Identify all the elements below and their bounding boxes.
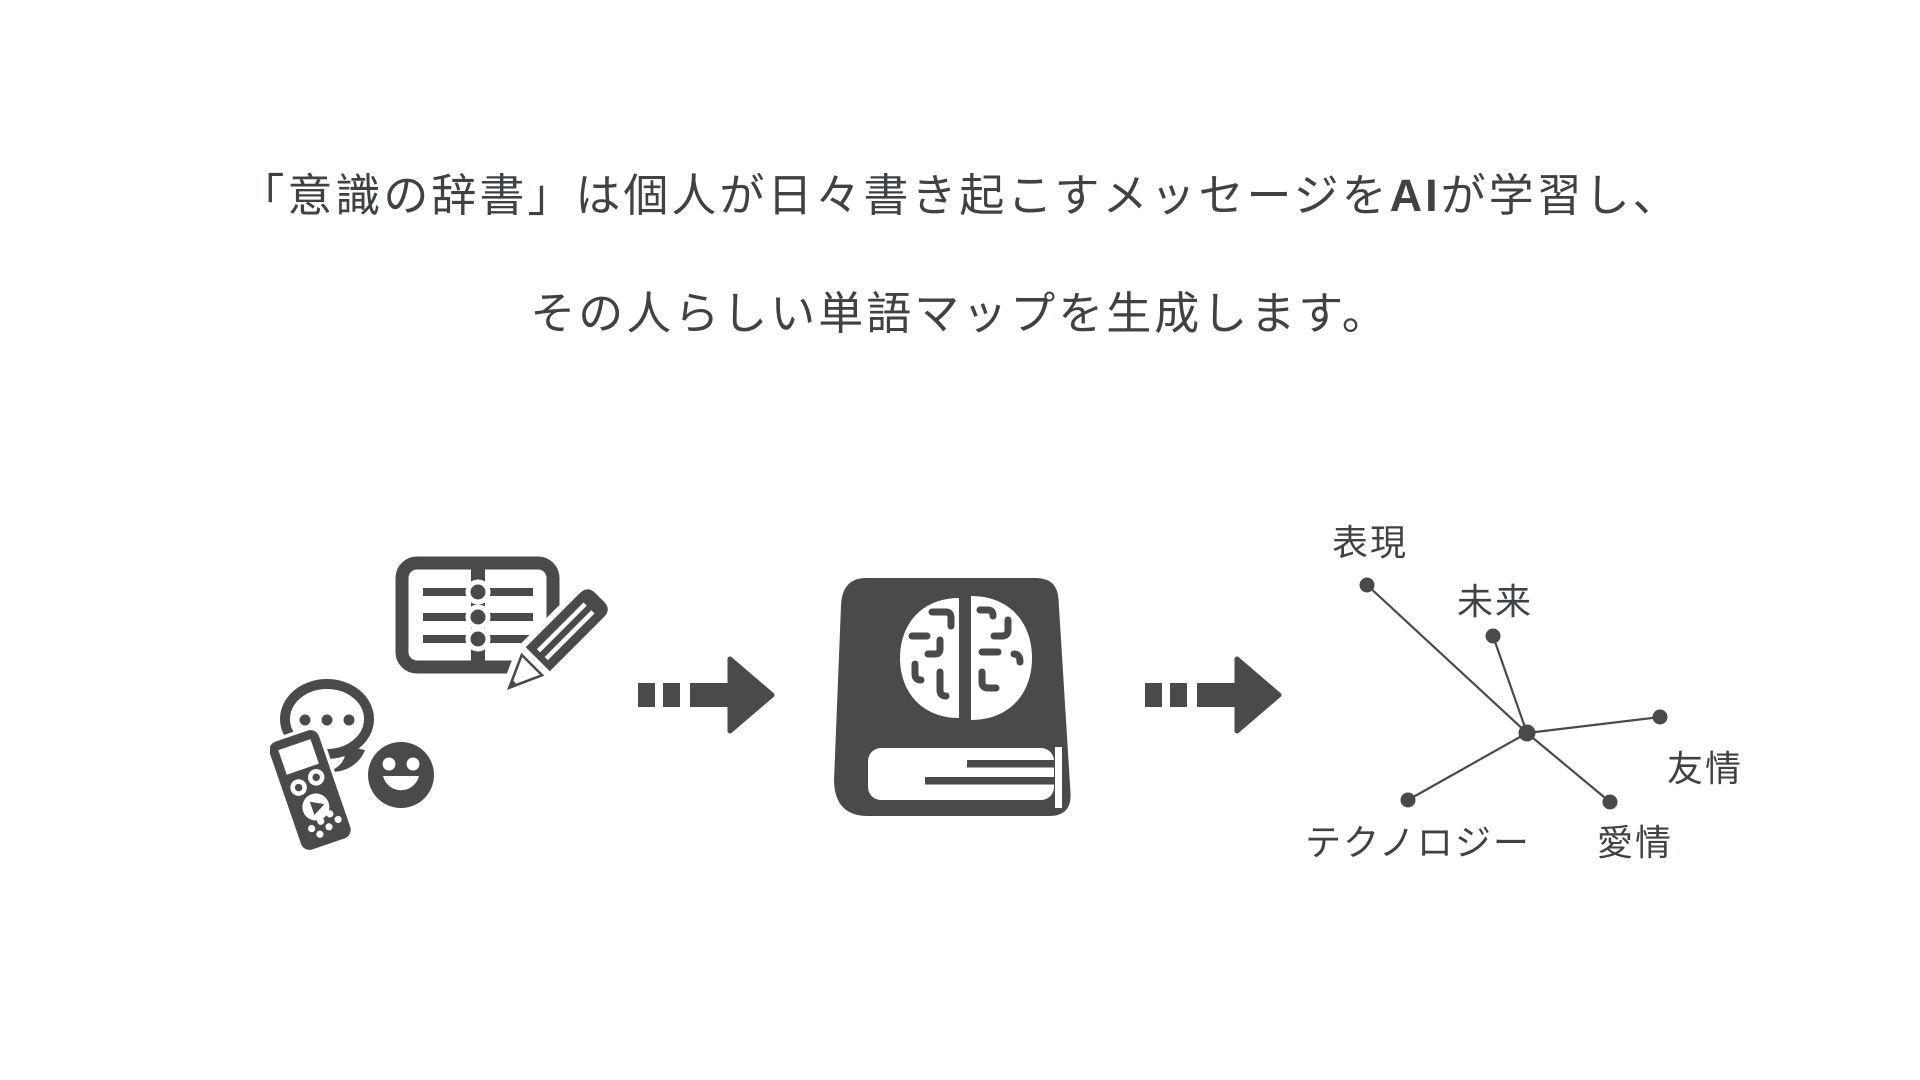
caption-line1-pre: 「意識の辞書」は個人が日々書き起こすメッセージを: [239, 170, 1390, 221]
brain-dictionary-book-icon: [834, 578, 1071, 816]
word-map-label: 表現: [1332, 522, 1408, 563]
caption-line-2: その人らしい単語マップを生成します。: [530, 288, 1390, 339]
word-map-network: 表現 未来 友情 愛情 テクノロジー: [1305, 522, 1743, 863]
word-map-label: 友情: [1667, 748, 1743, 789]
word-map-center-node: [1518, 724, 1536, 742]
input-icons-group: [270, 556, 610, 854]
voice-recorder-icon: [270, 726, 355, 854]
caption-line1-ai: AI: [1389, 170, 1441, 221]
word-map-label: テクノロジー: [1305, 822, 1531, 863]
word-map-label: 未来: [1457, 581, 1533, 622]
word-map-label: 愛情: [1597, 822, 1673, 863]
word-map-edges: [1366, 584, 1661, 803]
caption: 「意識の辞書」は個人が日々書き起こすメッセージをAIが学習し、 その人らしい単語…: [0, 168, 1920, 342]
caption-line1-post: が学習し、: [1440, 170, 1681, 221]
smiley-face-icon: [368, 742, 434, 808]
word-map-node: [1485, 628, 1501, 644]
dashed-arrow-right-icon: [1145, 656, 1282, 734]
word-map-node: [1400, 792, 1416, 808]
word-map-node: [1652, 709, 1668, 725]
brain-icon: [900, 596, 1032, 720]
caption-line-1: 「意識の辞書」は個人が日々書き起こすメッセージをAIが学習し、: [0, 168, 1920, 224]
pencil-icon: [501, 583, 610, 696]
word-map-node: [1359, 577, 1375, 593]
word-map-node: [1602, 794, 1618, 810]
dashed-arrow-right-icon: [638, 656, 775, 734]
notebook-pencil-icon: [395, 556, 610, 696]
